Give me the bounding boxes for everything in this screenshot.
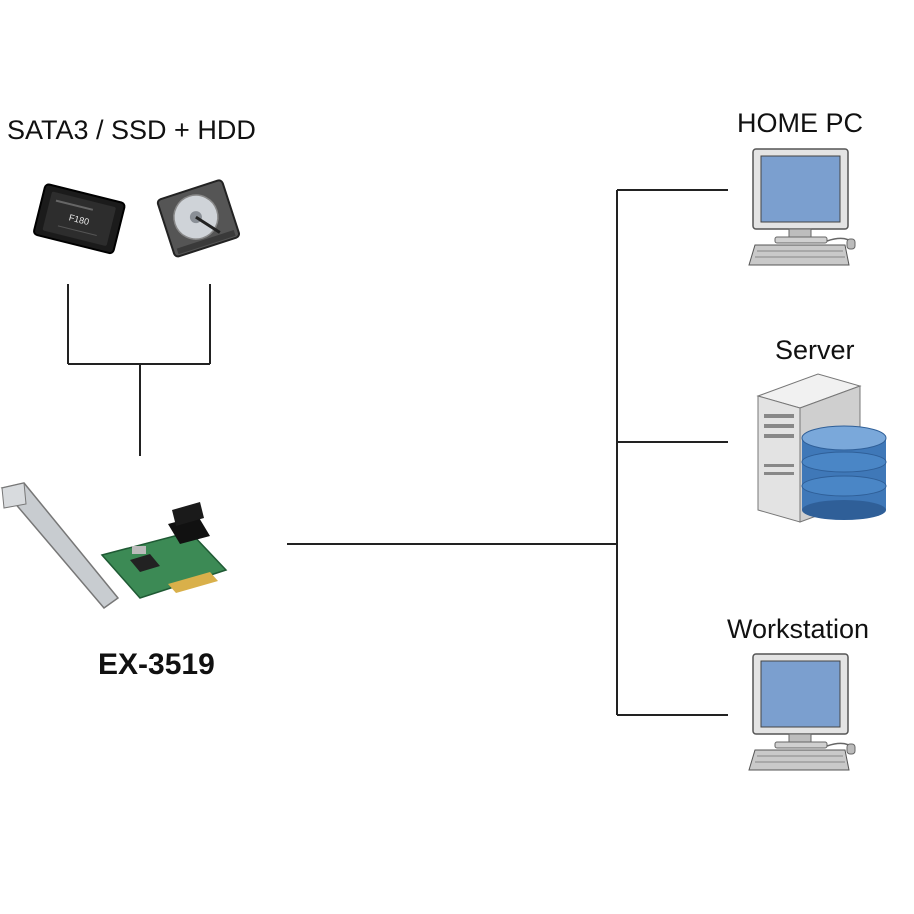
card-model-label: EX-3519 bbox=[98, 648, 215, 681]
storage-label: SATA3 / SSD + HDD bbox=[7, 115, 256, 145]
server-icon bbox=[756, 373, 887, 523]
home-pc-label: HOME PC bbox=[737, 108, 864, 138]
workstation-label: Workstation bbox=[727, 614, 870, 644]
pcie-card-icon bbox=[0, 482, 228, 610]
server-label: Server bbox=[775, 335, 855, 365]
ssd-icon: F180 bbox=[33, 183, 126, 255]
database-icon bbox=[801, 425, 887, 520]
hdd-icon bbox=[156, 179, 240, 258]
ssd-model-text: F180 bbox=[68, 212, 90, 227]
home-pc-icon bbox=[748, 148, 856, 266]
workstation-icon bbox=[748, 653, 856, 771]
